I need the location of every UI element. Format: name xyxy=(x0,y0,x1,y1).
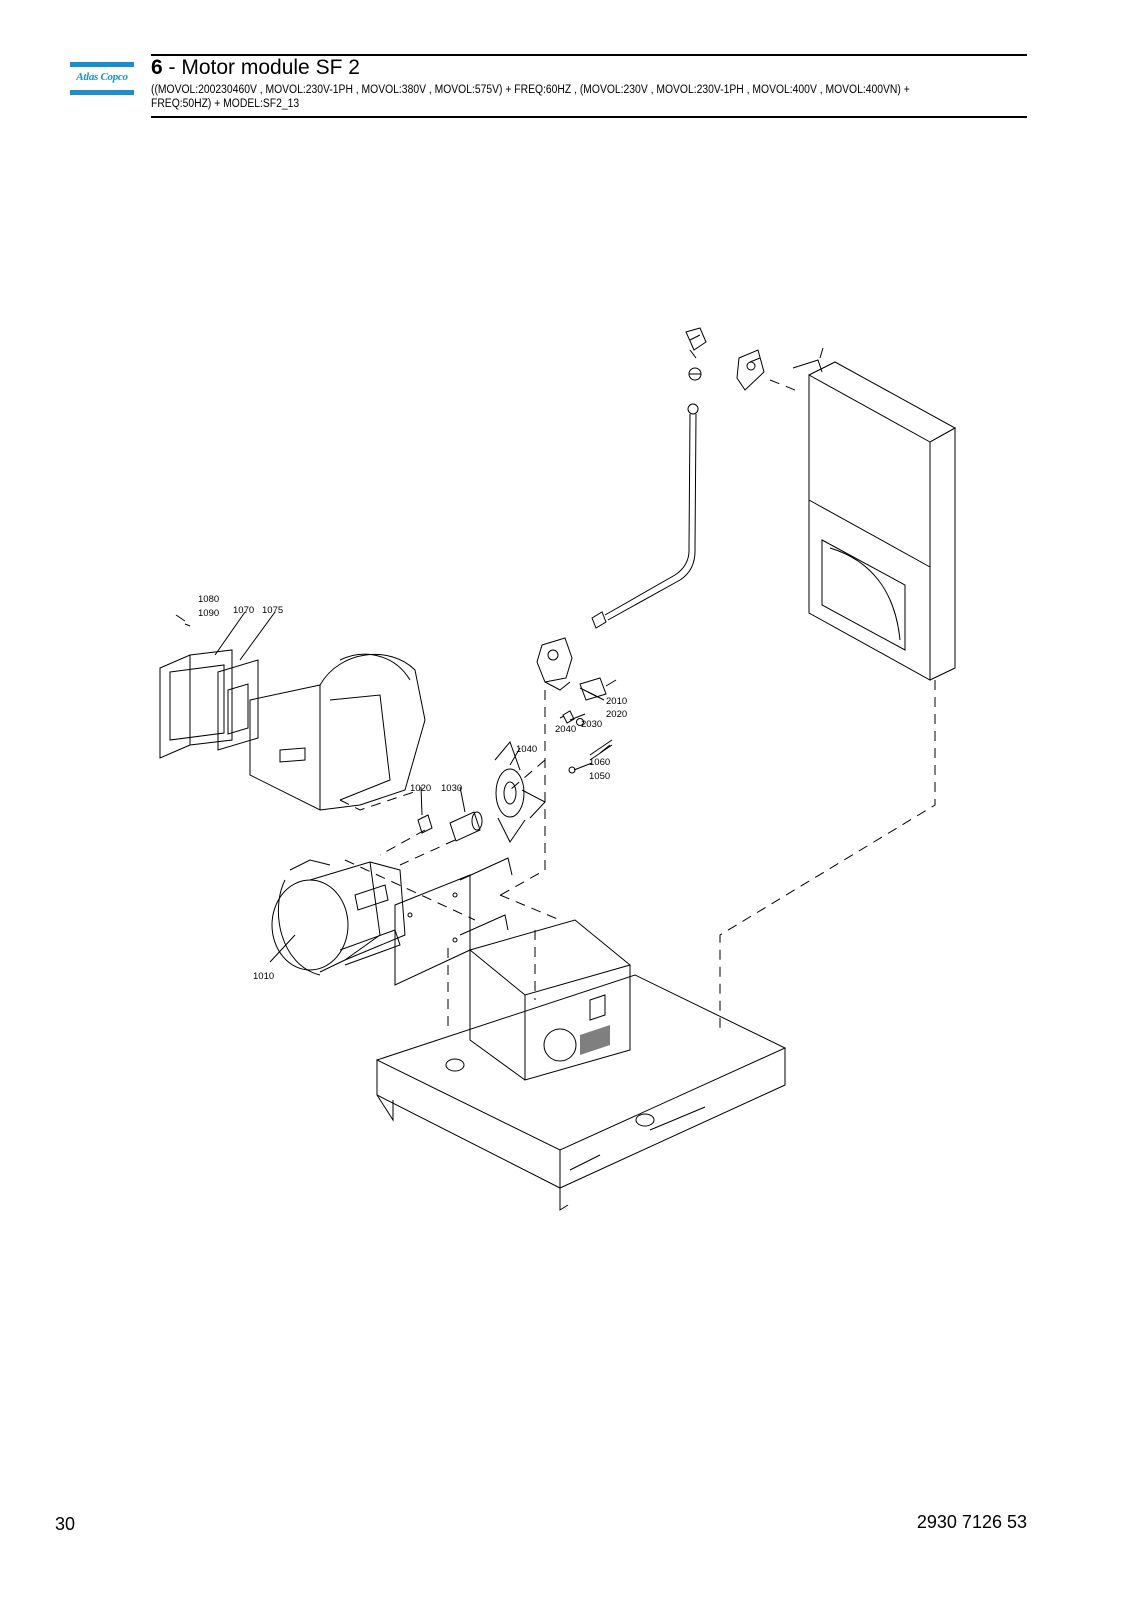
motor-bracket xyxy=(468,919,632,1081)
blower-assembly xyxy=(159,649,426,811)
label-part-2040: 2040 xyxy=(555,724,576,735)
label-part-2030: 2030 xyxy=(581,719,602,730)
header-rule-bottom xyxy=(151,116,1027,118)
section-title: 6 - Motor module SF 2 xyxy=(151,56,360,80)
base-frame xyxy=(375,974,787,1211)
label-part-1050: 1050 xyxy=(589,771,610,782)
section-title-text: - Motor module SF 2 xyxy=(162,56,360,79)
part-labels: 1080 1090 1070 1075 2010 2020 2030 2040 … xyxy=(198,594,627,982)
page-number: 30 xyxy=(55,1514,76,1534)
label-part-1080: 1080 xyxy=(198,594,219,605)
label-part-1075: 1075 xyxy=(262,605,283,616)
motor-mounting-plate xyxy=(394,857,513,986)
label-part-1030: 1030 xyxy=(441,783,462,794)
electric-motor xyxy=(271,859,406,976)
logo-text: Atlas Copco xyxy=(76,71,128,83)
label-part-2020: 2020 xyxy=(606,709,627,720)
atlas-copco-logo: Atlas Copco xyxy=(70,62,134,96)
label-part-1040: 1040 xyxy=(516,744,537,755)
label-part-2010: 2010 xyxy=(606,696,627,707)
section-number: 6 xyxy=(151,56,163,79)
logo-bar-bottom xyxy=(70,90,134,95)
label-part-1070: 1070 xyxy=(233,605,254,616)
label-part-1020: 1020 xyxy=(410,783,431,794)
label-part-1010: 1010 xyxy=(253,971,274,982)
duct-panel xyxy=(792,347,957,681)
valve-block xyxy=(536,637,617,774)
elbow-fitting xyxy=(685,327,765,391)
hose xyxy=(591,403,699,629)
header-rule-top xyxy=(151,54,1027,56)
section-subtitle: ((MOVOL:200230460V , MOVOL:230V-1PH , MO… xyxy=(151,84,910,110)
document-number: 2930 7126 53 xyxy=(916,1512,1027,1532)
label-part-1090: 1090 xyxy=(198,608,219,619)
logo-bar-top xyxy=(70,62,134,67)
leader-lines xyxy=(175,334,761,963)
fan-and-coupling xyxy=(417,741,546,843)
assembly-dash-lines xyxy=(339,379,936,1030)
label-part-1060: 1060 xyxy=(589,757,610,768)
